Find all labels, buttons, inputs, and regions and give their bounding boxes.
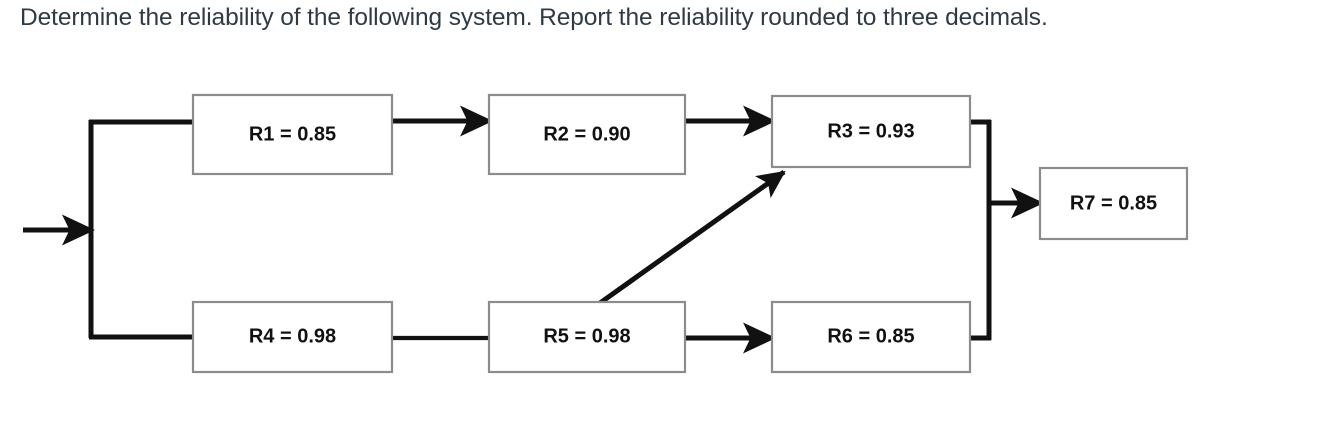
- block-r4: R4 = 0.98: [191, 300, 394, 374]
- block-r1-rect: [191, 93, 394, 176]
- wire-r5-to-r3-diagonal: [598, 169, 786, 306]
- block-r6-label: R6 = 0.85: [827, 325, 914, 347]
- block-r4-label: R4 = 0.98: [249, 325, 336, 347]
- block-r5: R5 = 0.98: [487, 300, 687, 374]
- block-r4-rect: [191, 300, 394, 374]
- block-r2-rect: [487, 93, 687, 176]
- block-r7-label: R7 = 0.85: [1070, 192, 1157, 214]
- block-r3: R3 = 0.93: [770, 94, 972, 169]
- block-r7-rect: [1038, 166, 1189, 241]
- block-r7: R7 = 0.85: [1038, 166, 1189, 241]
- reliability-block-diagram: R1 = 0.85 R2 = 0.90 R3 = 0.93 R4 = 0.98 …: [0, 56, 1342, 444]
- diagram-canvas: R1 = 0.85 R2 = 0.90 R3 = 0.93 R4 = 0.98 …: [23, 93, 1189, 374]
- block-r1-label: R1 = 0.85: [249, 123, 336, 145]
- block-r3-label: R3 = 0.93: [827, 120, 914, 142]
- block-r5-label: R5 = 0.98: [543, 325, 630, 347]
- block-r5-rect: [487, 300, 687, 374]
- block-r6: R6 = 0.85: [770, 300, 972, 374]
- block-r1: R1 = 0.85: [191, 93, 394, 176]
- question-prompt: Determine the reliability of the followi…: [20, 4, 1048, 31]
- block-r2-label: R2 = 0.90: [543, 123, 630, 145]
- block-r2: R2 = 0.90: [487, 93, 687, 176]
- block-r6-rect: [770, 300, 972, 374]
- block-r3-rect: [770, 94, 972, 169]
